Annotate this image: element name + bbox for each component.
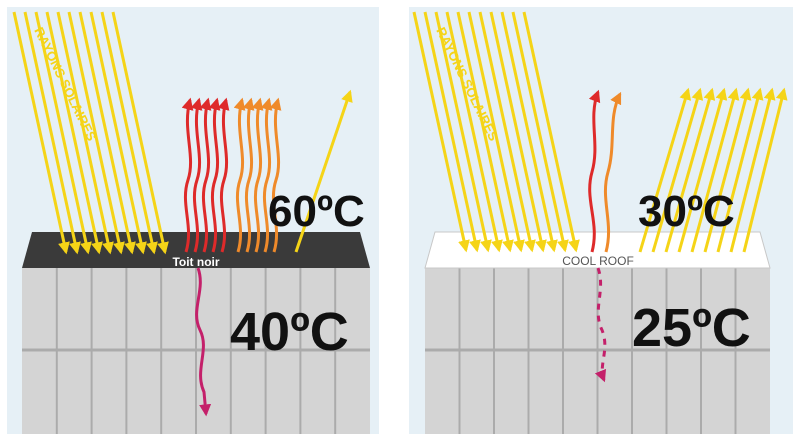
sun-ray xyxy=(467,11,525,253)
sun-ray xyxy=(23,11,81,255)
heat-wave xyxy=(233,97,246,253)
left-roof-label: Toit noir xyxy=(172,255,219,269)
sun-ray xyxy=(45,11,103,255)
reflected-ray xyxy=(690,87,740,253)
sun-ray xyxy=(111,11,169,255)
left-building xyxy=(22,268,370,434)
reflected-ray xyxy=(638,87,692,253)
left-roof-temp: 60ºC xyxy=(268,187,365,236)
heat-wave xyxy=(199,97,212,253)
heat-wave xyxy=(269,97,282,253)
sun-ray xyxy=(445,11,503,253)
left-heat-waves-orange xyxy=(233,97,282,253)
right-heat-conduction-arrow xyxy=(594,267,607,383)
heat-wave xyxy=(251,97,264,253)
right-building-grid xyxy=(425,268,770,434)
sun-ray xyxy=(100,11,158,255)
reflected-ray xyxy=(677,87,728,253)
sun-ray xyxy=(89,11,147,255)
reflected-ray xyxy=(651,87,704,253)
left-building-grid xyxy=(22,268,370,434)
right-sun-rays xyxy=(412,11,580,253)
left-interior-temp: 40ºC xyxy=(230,302,349,362)
sun-ray xyxy=(412,11,470,253)
sun-ray xyxy=(78,11,136,255)
heat-wave xyxy=(260,97,273,253)
sun-ray xyxy=(67,11,125,255)
reflected-ray xyxy=(664,87,716,253)
reflected-ray xyxy=(742,87,788,253)
right-panel: RAYONS SOLAIRES COOL ROOF 30ºC 25ºC xyxy=(409,7,793,434)
right-roof-label: COOL ROOF xyxy=(562,254,634,268)
left-sun-rays xyxy=(12,11,169,255)
left-reflected-ray xyxy=(294,89,353,253)
right-building xyxy=(425,268,770,434)
right-heat-wave-orange xyxy=(603,91,622,253)
sun-ray xyxy=(489,11,547,253)
heat-wave xyxy=(208,97,221,253)
heat-wave xyxy=(217,97,230,253)
heat-wave xyxy=(181,97,194,253)
sun-ray xyxy=(456,11,514,253)
right-heat-wave-red xyxy=(588,89,601,253)
sun-ray xyxy=(500,11,558,253)
sun-ray xyxy=(522,11,580,253)
left-heat-waves-red xyxy=(181,97,230,253)
reflected-ray xyxy=(716,87,764,253)
sun-ray xyxy=(56,11,114,255)
heat-wave xyxy=(190,97,203,253)
sun-ray xyxy=(434,11,492,253)
sun-ray xyxy=(423,11,481,253)
left-heat-conduction-arrow xyxy=(195,267,212,417)
right-roof-temp: 30ºC xyxy=(638,187,735,236)
sun-ray xyxy=(34,11,92,255)
sun-ray xyxy=(511,11,569,253)
reflected-ray xyxy=(703,87,752,253)
sun-ray xyxy=(12,11,70,255)
heat-wave xyxy=(242,97,255,253)
right-interior-temp: 25ºC xyxy=(632,298,751,358)
reflected-ray xyxy=(729,87,776,253)
sun-ray xyxy=(478,11,536,253)
left-panel: RAYONS SOLAIRES Toit noir 60ºC 40ºC xyxy=(7,7,379,434)
right-reflected-rays xyxy=(638,87,788,253)
